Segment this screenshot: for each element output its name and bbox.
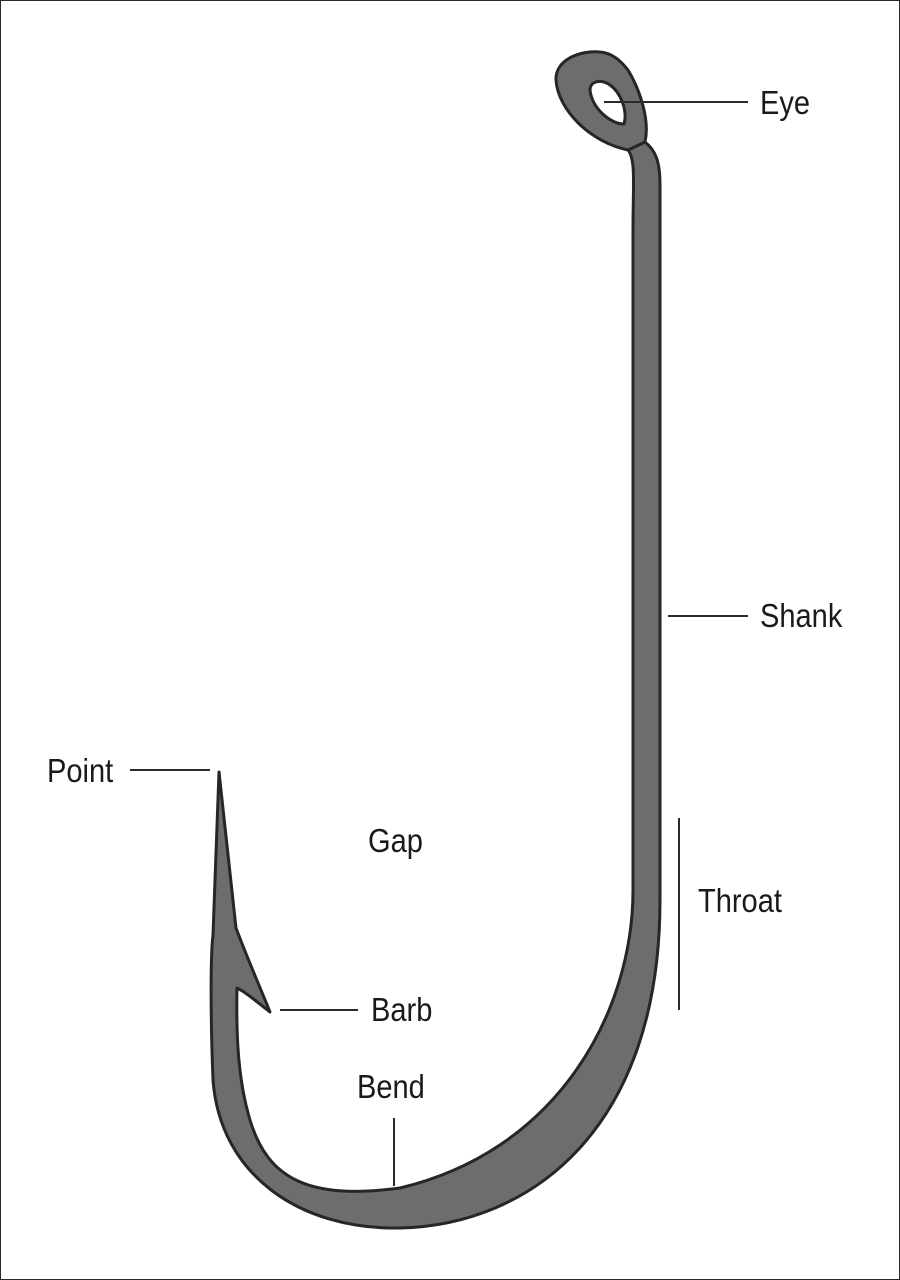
gap-label: Gap	[368, 822, 423, 859]
point-label: Point	[47, 752, 114, 789]
shank-label: Shank	[760, 597, 843, 634]
bend-label: Bend	[357, 1068, 425, 1105]
hook-body	[209, 140, 662, 1230]
barb-label: Barb	[371, 991, 433, 1028]
hook-eye	[554, 50, 648, 152]
eye-label: Eye	[760, 84, 811, 121]
throat-label: Throat	[698, 882, 782, 919]
leader-lines	[130, 101, 748, 1186]
